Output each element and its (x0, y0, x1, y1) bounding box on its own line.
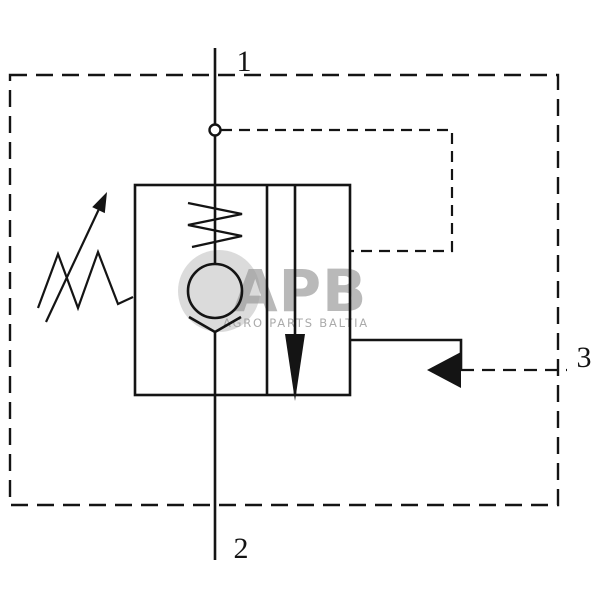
adjustable-spring-symbol (36, 248, 134, 312)
port-1-label: 1 (237, 45, 252, 78)
port-labels: 1 2 3 (234, 45, 592, 565)
watermark: APB AGRO PARTS BALTIA (178, 250, 368, 332)
pilot-line (221, 128, 454, 253)
poppet-spring-symbol (187, 201, 243, 249)
enclosure-boundary (8, 73, 560, 507)
line-work (8, 48, 567, 560)
watermark-logo-text: APB (233, 257, 368, 325)
adjustment-arrow-head (92, 192, 107, 214)
adjustment-arrow-shaft (45, 209, 100, 323)
check-valve-circle (186, 262, 244, 320)
port-3-label: 3 (577, 341, 592, 374)
port-2-label: 2 (234, 532, 249, 565)
flow-direction-arrow (285, 334, 305, 401)
valve-body (133, 183, 352, 397)
port-3-arrowhead (427, 352, 461, 388)
pilot-node (208, 123, 222, 137)
